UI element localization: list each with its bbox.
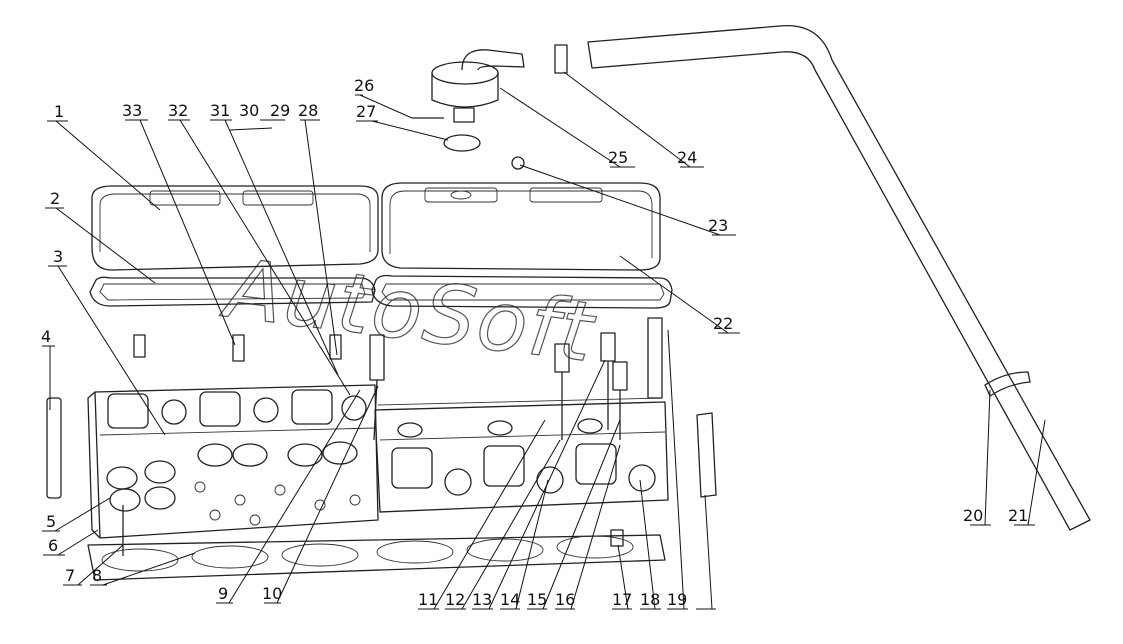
callout-32: 32 [168,101,188,120]
callout-18: 18 [640,590,660,609]
callout-23: 23 [708,216,728,235]
callout-30: 30 [239,101,259,120]
callout-14: 14 [500,590,520,609]
head-gasket [87,534,666,581]
callout-1: 1 [54,102,64,121]
callout-26: 26 [354,76,374,95]
callout-10: 10 [262,584,282,603]
hose-clip [554,44,568,74]
callout-labels: 1 2 3 4 5 6 7 8 9 10 11 12 13 14 15 16 1… [41,76,1028,609]
callout-31: 31 [210,101,230,120]
watermark-text: AutoSoft [216,241,600,381]
plug [511,156,525,170]
left-cylinder-head [87,384,379,539]
callout-28: 28 [298,101,318,120]
callout-27: 27 [356,102,376,121]
left-end-cover [46,397,62,499]
filler-cap [443,134,481,152]
breather-assembly [431,49,525,123]
callout-8: 8 [92,566,102,585]
valve-cover-gaskets [89,274,673,309]
right-cylinder-head [374,397,669,513]
breather-pipe [587,24,1091,531]
callout-19: 19 [667,590,687,609]
callout-25: 25 [608,148,628,167]
callout-2: 2 [50,189,60,208]
callout-15: 15 [527,590,547,609]
callout-21: 21 [1008,506,1028,525]
callout-11: 11 [418,590,438,609]
callout-12: 12 [445,590,465,609]
callout-6: 6 [48,536,58,555]
callout-leaders [42,71,1046,610]
callout-4: 4 [41,327,51,346]
callout-7: 7 [65,566,75,585]
callout-17: 17 [612,590,632,609]
head-bolts [122,317,663,556]
pipe-clamp [984,371,1031,397]
callout-33: 33 [122,101,142,120]
callout-9: 9 [218,584,228,603]
callout-29: 29 [270,101,290,120]
left-valve-cover [91,185,379,271]
right-valve-cover [381,182,661,271]
callout-24: 24 [677,148,697,167]
callout-13: 13 [472,590,492,609]
callout-22: 22 [713,314,733,333]
callout-5: 5 [46,512,56,531]
callout-3: 3 [53,247,63,266]
callout-20: 20 [963,506,983,525]
right-end-cover [696,412,717,498]
callout-16: 16 [555,590,575,609]
